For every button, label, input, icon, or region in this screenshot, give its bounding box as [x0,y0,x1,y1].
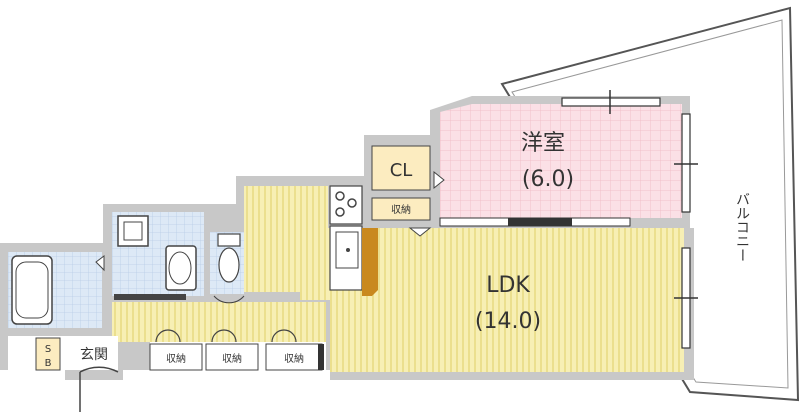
hallway-floor [112,302,326,342]
burner-3 [335,207,345,217]
ldk-name: LDK [486,273,530,298]
closet-name: CL [390,160,413,181]
storage-label-2: 収納 [222,352,242,365]
burner-1 [335,191,345,201]
ldk-door-jamb [318,344,324,370]
toilet-bowl [218,247,240,283]
western-room-floor [440,104,682,218]
storage-label-1: 収納 [166,352,186,365]
balcony-name: バルコニー [734,192,750,262]
sliding-partition-panel [508,218,572,226]
storage-label-top: 収納 [391,203,411,216]
washing-machine-drain [123,221,143,241]
shoe-box-b: B [45,358,52,369]
entrance-name: 玄関 [80,346,108,363]
toilet-door-swing [213,295,245,304]
entrance-floor [8,336,118,370]
entrance-door-swing [79,366,119,412]
storage-door-marker [408,227,432,237]
burner-2 [347,198,357,208]
sink-drain [346,248,350,252]
storage-door-2 [211,329,237,343]
window-right-upper [681,113,691,213]
bathtub-basin [15,261,49,319]
washroom-threshold [114,294,186,300]
storage-closet-1 [149,343,203,371]
western-room-size: (6.0) [522,167,574,192]
storage-door-3 [271,329,297,343]
counter-accent [362,228,378,296]
storage-top [371,197,431,221]
storage-closet-2 [205,343,259,371]
stove-counter [329,185,363,225]
closet-door-marker [433,170,445,190]
window-top [561,97,661,107]
western-room-name: 洋室 [521,131,565,156]
storage-door-1 [155,329,181,343]
storage-label-3: 収納 [284,352,304,365]
washbasin-bowl [168,251,192,285]
ldk-size: (14.0) [475,309,541,334]
closet-floor [371,145,431,191]
storage-closet-3 [265,343,323,371]
toilet-tank [217,233,241,247]
shoe-box [35,337,61,371]
bath-door-marker [95,255,105,272]
shoe-box-s: S [45,344,51,355]
